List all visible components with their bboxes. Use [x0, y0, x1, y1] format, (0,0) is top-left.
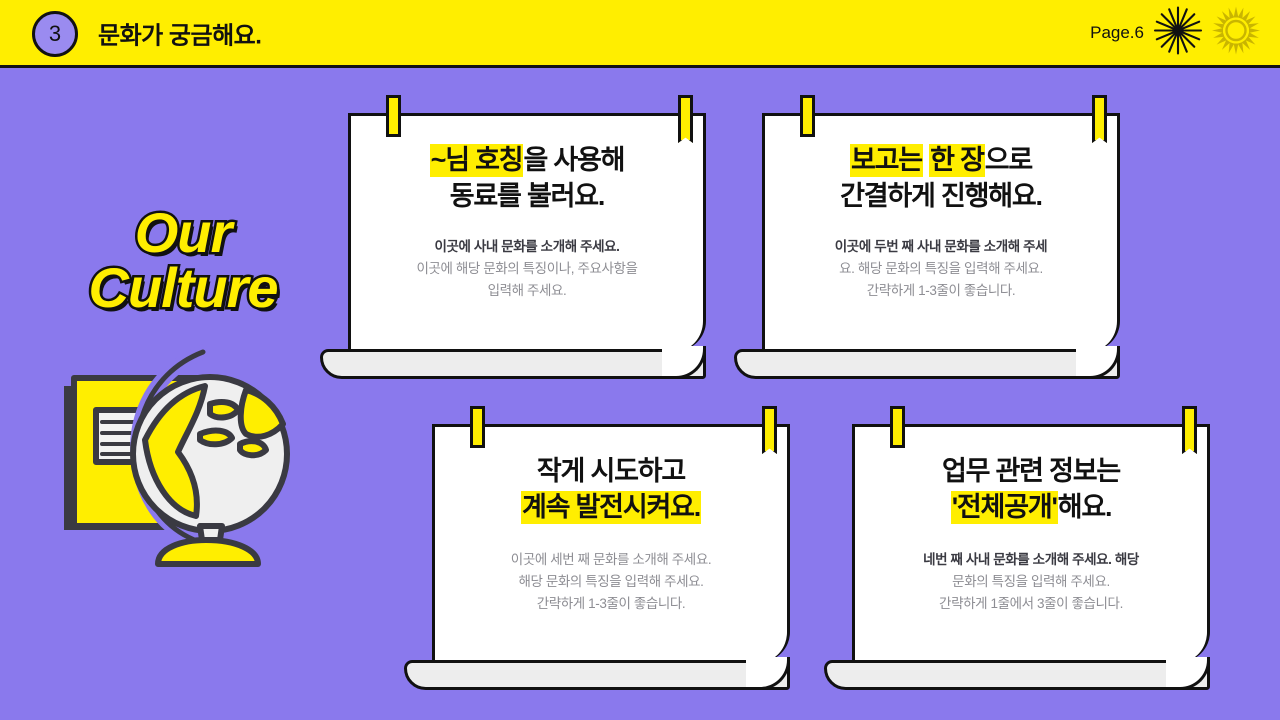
card-heading-highlight: '전체공개': [950, 490, 1058, 524]
card-body: 이곳에 사내 문화를 소개해 주세요. 이곳에 해당 문화의 특징이나, 주요사항…: [364, 236, 690, 302]
section-heading-line-1: Our: [132, 201, 235, 264]
card-clip-left-icon: [470, 406, 485, 448]
card-body-line: 간략하게 1-3줄이 좋습니다.: [536, 595, 686, 611]
card-body-line: 요. 해당 문화의 특징을 입력해 주세요.: [839, 261, 1043, 277]
page-number-label: Page.6: [1090, 22, 1144, 42]
card-bottom-curl: [734, 349, 1120, 379]
card-heading-highlight: 계속 발전시켜요.: [520, 490, 701, 524]
card-heading-text: 작게 시도하고: [536, 456, 686, 486]
card-clip-right-icon: [678, 95, 693, 137]
card-body-line: 문화의 특징을 입력해 주세요.: [952, 574, 1110, 590]
card-panel: [348, 113, 706, 351]
card-body: 이곳에 세번 째 문화를 소개해 주세요. 해당 문화의 특징을 입력해 주세요.…: [448, 549, 774, 615]
card-heading-highlight: 보고는: [849, 144, 923, 177]
card-body-line: 이곳에 세번 째 문화를 소개해 주세요.: [510, 552, 712, 568]
card-bottom-curl: [404, 660, 790, 690]
card-heading-text: 해요.: [1057, 491, 1113, 522]
card-heading-highlight: 한 장: [929, 144, 985, 177]
card-clip-left-icon: [800, 95, 815, 137]
card-body-line: 간략하게 1줄에서 3줄이 좋습니다.: [939, 595, 1123, 611]
card-clip-left-icon: [890, 406, 905, 448]
starburst-thin-icon: [1152, 4, 1204, 61]
card-clip-right-icon: [762, 406, 777, 448]
card-clip-right-icon: [1092, 95, 1107, 137]
card-body-line: 네번 째 사내 문화를 소개해 주세요. 해당: [923, 552, 1139, 568]
globe-and-book-illustration: [50, 340, 300, 575]
culture-card[interactable]: 업무 관련 정보는 '전체공개'해요. 네번 째 사내 문화를 소개해 주세요. 해…: [824, 406, 1210, 696]
card-content: 업무 관련 정보는 '전체공개'해요. 네번 째 사내 문화를 소개해 주세요. 해…: [852, 424, 1210, 615]
card-body-line: 이곳에 해당 문화의 특징이나, 주요사항을: [416, 261, 638, 277]
card-heading-text: 을 사용해: [523, 145, 625, 175]
card-panel: [852, 424, 1210, 662]
section-number-badge: 3: [32, 11, 78, 57]
card-bottom-curl: [320, 349, 706, 379]
header-decoration-group: [1152, 4, 1262, 61]
section-number: 3: [48, 21, 62, 46]
card-body-line: 간략하게 1-3줄이 좋습니다.: [866, 282, 1016, 298]
card-clip-left-icon: [386, 95, 401, 137]
card-body-line: 입력해 주세요.: [487, 282, 567, 298]
card-body-line: 해당 문화의 특징을 입력해 주세요.: [518, 574, 704, 590]
starburst-sun-icon: [1210, 4, 1262, 61]
card-panel: [432, 424, 790, 662]
card-bottom-curl: [824, 660, 1210, 690]
card-heading-highlight: ~님 호칭: [429, 144, 524, 177]
section-heading: Our Culture: [38, 201, 328, 319]
card-heading-text: 업무 관련 정보는: [941, 456, 1121, 486]
section-heading-line-2: Culture: [86, 255, 281, 319]
card-heading-text: 으로: [984, 145, 1033, 175]
card-clip-right-icon: [1182, 406, 1197, 448]
card-heading: 업무 관련 정보는 '전체공개'해요.: [868, 454, 1194, 525]
card-body-line: 이곳에 두번 째 사내 문화를 소개해 주세: [834, 239, 1048, 255]
header-bar: 3 문화가 궁금해요. Page.6: [0, 0, 1280, 68]
page-title: 문화가 궁금해요.: [98, 22, 262, 49]
card-heading-text: 간결하게 진행해요.: [840, 180, 1043, 211]
card-body-line: 이곳에 사내 문화를 소개해 주세요.: [434, 239, 620, 255]
card-heading-text: 동료를 불러요.: [449, 180, 606, 211]
